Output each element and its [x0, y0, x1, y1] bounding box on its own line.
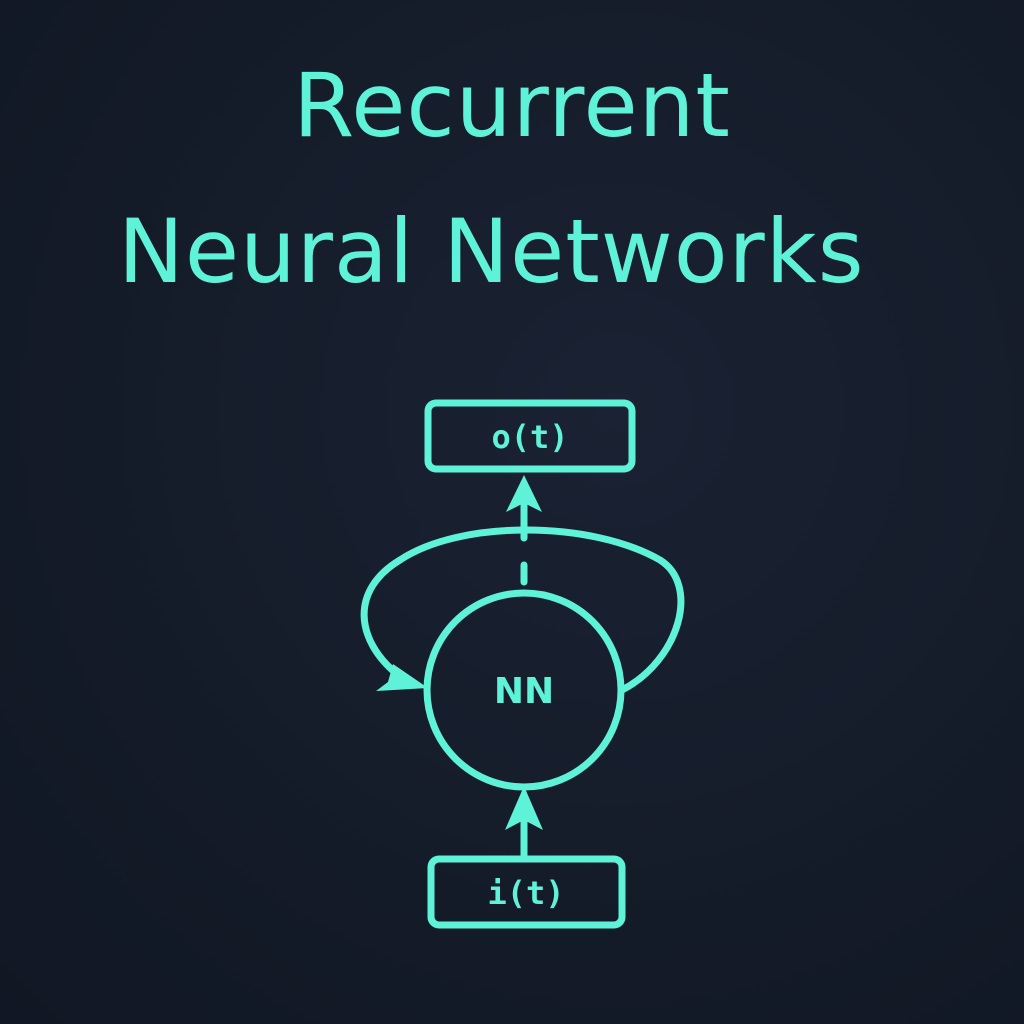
- title-line-1: Recurrent: [293, 54, 731, 157]
- loop-arrowhead: [376, 664, 428, 691]
- output-arrowhead: [506, 475, 542, 512]
- output-box: [424, 399, 636, 473]
- input-label: i(t): [487, 874, 564, 912]
- input-arrowhead: [505, 786, 543, 830]
- output-label: o(t): [491, 418, 568, 456]
- recurrent-loop: [360, 526, 685, 694]
- title-line-2: Neural Networks: [118, 200, 865, 303]
- nn-label: NN: [494, 671, 554, 712]
- input-box: [427, 855, 626, 929]
